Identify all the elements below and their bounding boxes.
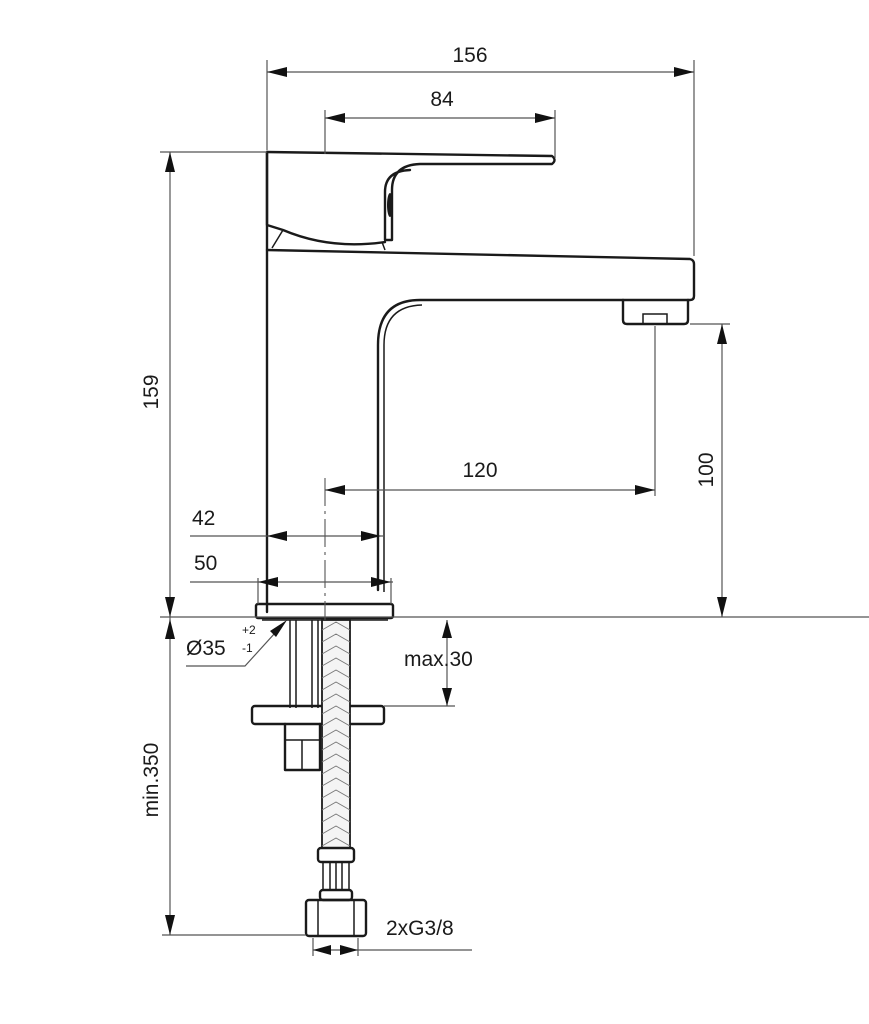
dim-label-120: 120 — [462, 459, 497, 482]
braided-flex-hose — [321, 619, 351, 849]
dim-body-width: 42 — [190, 507, 384, 541]
dim-tolerance-lower: -1 — [242, 641, 253, 655]
dim-label-diameter: Ø35 — [186, 637, 226, 660]
dim-spout-projection: 120 — [325, 326, 656, 496]
fixing-nut — [283, 722, 322, 772]
dim-min-hose-length: min.350 — [140, 617, 306, 936]
dim-hole-diameter: Ø35 +2 -1 — [186, 620, 287, 667]
lever-pivot — [387, 193, 393, 217]
mixer-body — [265, 150, 696, 614]
lever-handle — [265, 150, 556, 251]
dim-tolerance-upper: +2 — [242, 623, 256, 637]
dim-spout-outlet-height: 100 — [690, 323, 730, 617]
hose-connector-nut — [304, 846, 368, 938]
dim-label-50: 50 — [194, 552, 217, 575]
dim-max-deck-thickness: max.30 — [384, 620, 473, 707]
dim-lever-length: 84 — [324, 88, 556, 158]
fixing-plate — [250, 704, 386, 726]
dim-label-max30: max.30 — [404, 648, 473, 671]
dim-label-100: 100 — [695, 452, 718, 487]
threaded-rod — [289, 620, 319, 708]
dim-label-min350: min.350 — [140, 743, 163, 818]
dim-overall-height: 159 — [140, 151, 869, 618]
dim-connection-thread: 2xG3/8 — [312, 917, 472, 956]
dim-overall-length: 156 — [266, 44, 695, 256]
dim-base-width: 50 — [190, 552, 393, 604]
dim-label-thread: 2xG3/8 — [386, 917, 454, 940]
dim-label-42: 42 — [192, 507, 215, 530]
dim-label-156: 156 — [452, 44, 487, 67]
dim-label-159: 159 — [140, 374, 163, 409]
aerator — [621, 298, 690, 326]
dim-label-84: 84 — [430, 88, 454, 111]
